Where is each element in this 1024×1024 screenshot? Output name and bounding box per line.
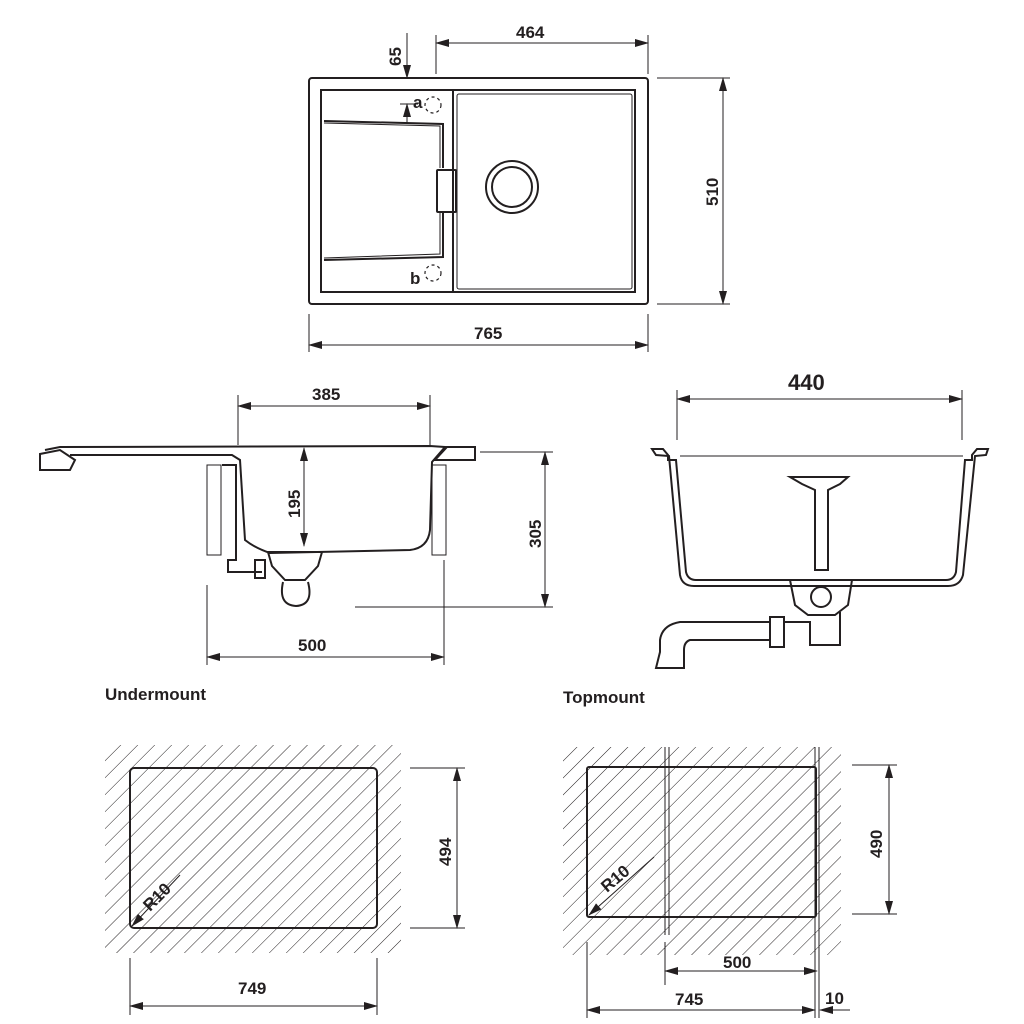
drainboard-grooves bbox=[323, 120, 444, 261]
dim-label-490: 490 bbox=[867, 830, 886, 858]
front-view: 440 bbox=[650, 370, 990, 669]
dim-label-500: 500 bbox=[298, 636, 326, 655]
undermount-title: Undermount bbox=[105, 685, 206, 704]
dim-label-195: 195 bbox=[285, 490, 304, 518]
drain-inner bbox=[491, 166, 533, 208]
sink-outline bbox=[308, 77, 649, 305]
cutout-rect bbox=[129, 767, 378, 929]
dim-label-749: 749 bbox=[238, 979, 266, 998]
countertop-hatch bbox=[105, 745, 401, 953]
bowl-rim bbox=[452, 89, 636, 293]
drain-body bbox=[788, 579, 854, 616]
tap-hole-b-icon bbox=[424, 264, 442, 282]
radius-leader bbox=[588, 856, 655, 916]
radius-leader bbox=[131, 874, 181, 927]
dim-label-510: 510 bbox=[703, 178, 722, 206]
top-view: a b 464 65 510 765 bbox=[308, 23, 730, 352]
bowl-inner bbox=[456, 93, 633, 290]
drain-trap bbox=[810, 586, 832, 608]
drainboard-area bbox=[320, 89, 454, 293]
drain-outer bbox=[485, 160, 539, 214]
drain-body bbox=[266, 551, 324, 581]
dim-label-494: 494 bbox=[436, 837, 455, 866]
cabinet-wall-left bbox=[206, 464, 222, 556]
pipe-connector bbox=[769, 616, 785, 648]
countertop-hatch bbox=[563, 747, 841, 955]
dim-label-440: 440 bbox=[788, 370, 825, 395]
dim-label-65: 65 bbox=[386, 47, 405, 66]
drain-trap bbox=[280, 581, 311, 608]
dim-label-305: 305 bbox=[526, 520, 545, 548]
pipe-connector bbox=[254, 559, 266, 579]
dim-label-745: 745 bbox=[675, 990, 703, 1009]
dim-label-10: 10 bbox=[825, 989, 844, 1008]
overflow-slot bbox=[436, 169, 457, 213]
tap-hole-a-icon bbox=[424, 96, 442, 114]
topmount-cutout: Topmount R10 490 500 745 10 bbox=[563, 688, 897, 1018]
dim-label-385: 385 bbox=[312, 385, 340, 404]
countertop-left bbox=[39, 448, 77, 471]
bowl-profile bbox=[650, 448, 990, 587]
trap-pipe bbox=[784, 612, 841, 646]
topmount-title: Topmount bbox=[563, 688, 645, 707]
dim-label-765: 765 bbox=[474, 324, 502, 343]
side-view: 385 195 305 500 bbox=[39, 385, 553, 665]
cabinet-wall-right bbox=[431, 464, 447, 556]
undermount-cutout: Undermount R10 494 749 bbox=[105, 685, 465, 1015]
cutout-rect bbox=[586, 766, 817, 918]
dim-label-464: 464 bbox=[516, 23, 545, 42]
outlet-pipe bbox=[654, 621, 771, 669]
label-b: b bbox=[410, 269, 420, 288]
overflow-stand bbox=[786, 476, 851, 571]
countertop-right bbox=[432, 446, 476, 461]
drainboard-grooves-inner bbox=[323, 122, 441, 259]
overflow-pipe bbox=[222, 464, 262, 573]
label-a: a bbox=[413, 93, 423, 112]
dim-label-500: 500 bbox=[723, 953, 751, 972]
sink-profile bbox=[44, 444, 448, 555]
